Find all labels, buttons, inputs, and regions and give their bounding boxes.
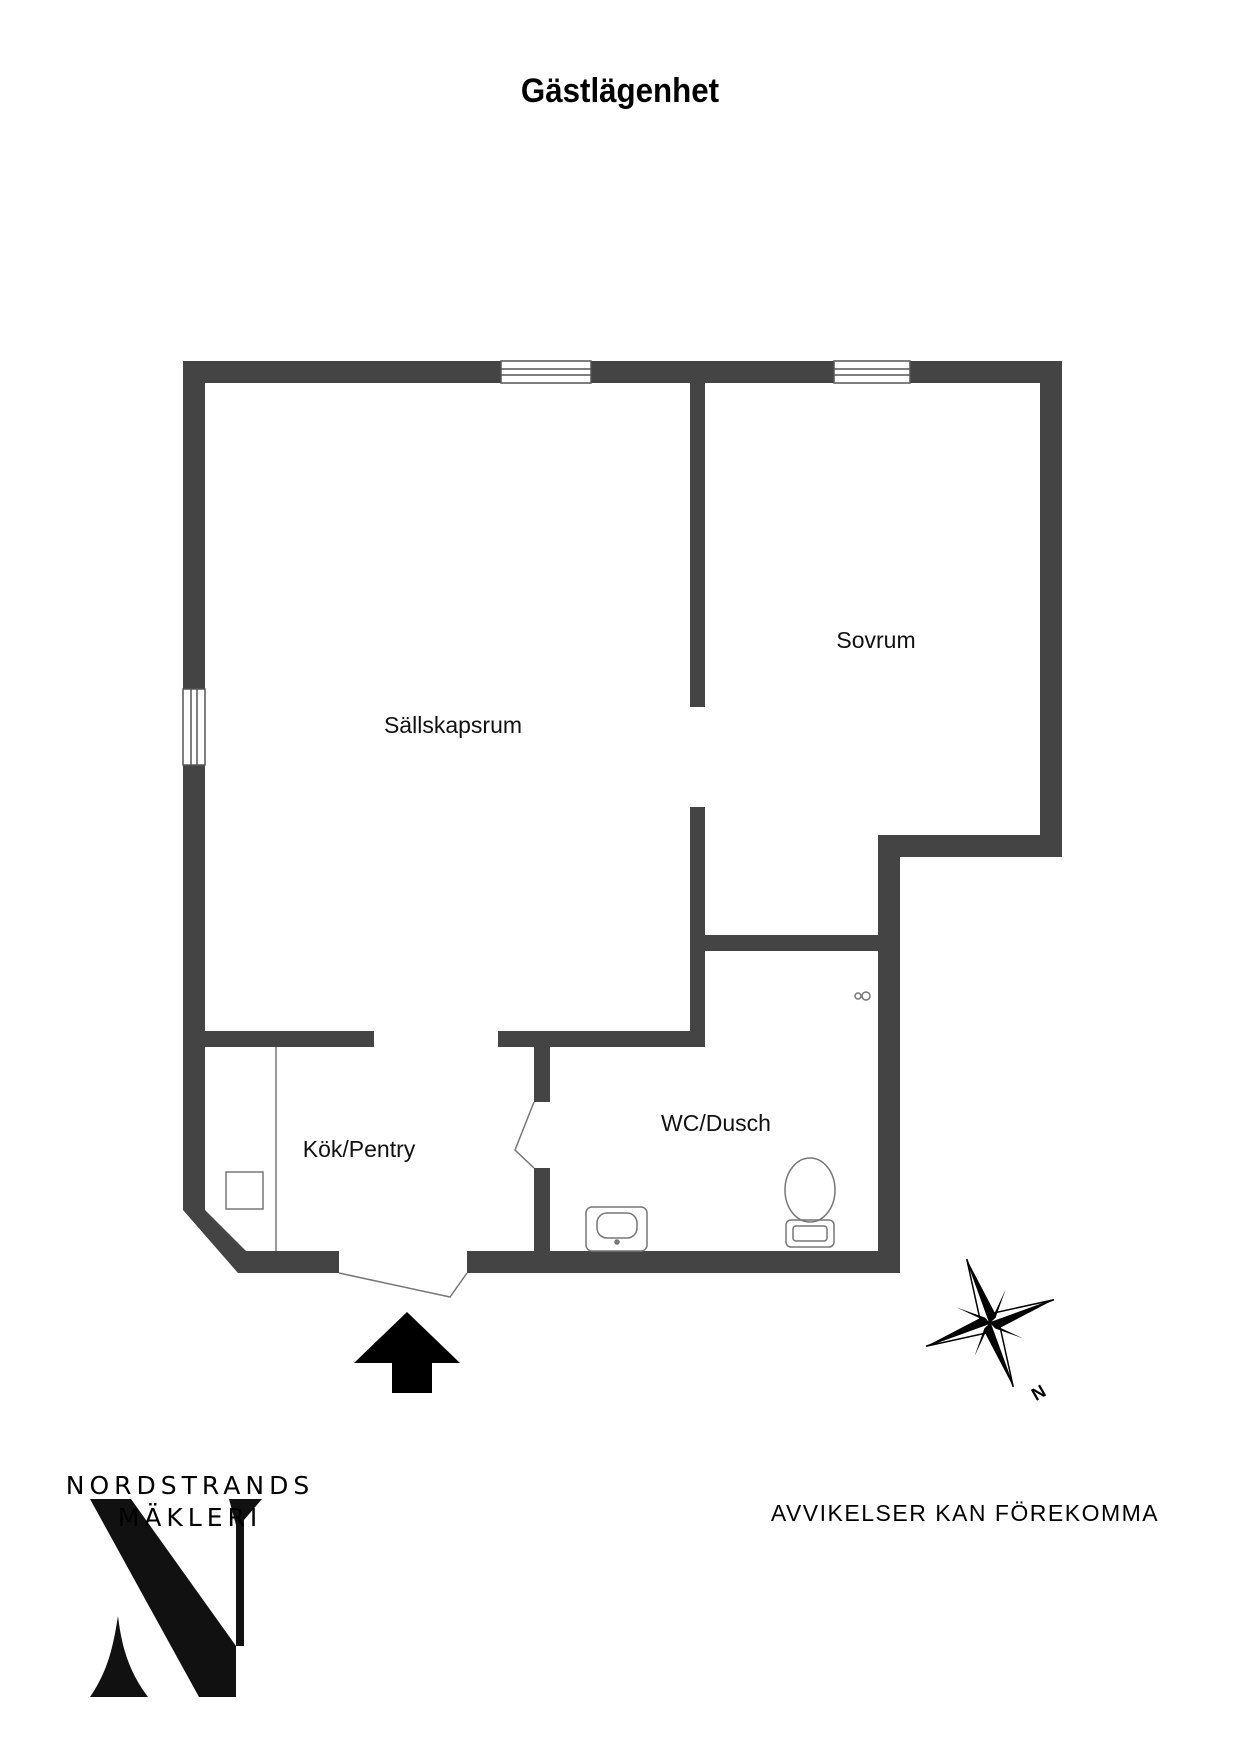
toilet-icon <box>784 1157 836 1248</box>
entrance-arrow-icon <box>354 1312 460 1393</box>
brand-name-line2: MÄKLERI <box>117 1503 263 1532</box>
wall-bottom-left <box>238 1251 339 1273</box>
wall-left-lower <box>183 765 205 1210</box>
fixtures <box>225 991 871 1298</box>
wall-right-lower <box>878 835 900 1273</box>
stove-icon <box>225 1171 264 1210</box>
wall-top-middle <box>591 361 834 383</box>
wall-partition-lower <box>690 807 705 1033</box>
brand-name: NORDSTRANDS MÄKLERI <box>40 1470 340 1534</box>
wall-kitchen-left <box>205 1031 374 1047</box>
walls <box>183 361 1062 1273</box>
windows <box>182 360 911 766</box>
disclaimer-text: AVVIKELSER KAN FÖREKOMMA <box>770 1500 1160 1526</box>
wall-bottom-right <box>467 1251 900 1273</box>
wall-bath-lower <box>534 1168 550 1251</box>
room-label-kitchen: Kök/Pentry <box>303 1136 416 1162</box>
bath-door-swing <box>514 1101 535 1169</box>
brand-name-line1: NORDSTRANDS <box>65 1471 315 1500</box>
window-left <box>182 688 206 766</box>
room-label-bathroom: WC/Dusch <box>661 1110 771 1136</box>
wall-right-upper <box>1040 361 1062 857</box>
shower-icon <box>854 991 871 1001</box>
room-label-bedroom: Sovrum <box>836 627 915 653</box>
wall-top-right <box>910 361 1062 383</box>
wall-top-left <box>183 361 501 383</box>
compass-north-label: N <box>1028 1381 1049 1405</box>
compass-rose-icon <box>925 1258 1055 1388</box>
wall-partition-upper <box>690 383 705 707</box>
wall-step <box>878 835 1062 857</box>
entrance-door-swing <box>338 1272 468 1298</box>
sink-icon <box>585 1206 648 1252</box>
window-top-left <box>500 360 592 384</box>
page-title: Gästlägenhet <box>520 72 720 110</box>
room-label-living: Sällskapsrum <box>384 712 522 738</box>
brand-logo-icon <box>90 1499 262 1697</box>
wall-chamfer <box>183 1210 247 1273</box>
wall-kitchen-right <box>498 1031 705 1047</box>
wall-bath-upper <box>534 1047 550 1102</box>
wall-bedroom-bath <box>690 935 878 951</box>
window-top-right <box>833 360 911 384</box>
wall-left-upper <box>183 361 205 689</box>
